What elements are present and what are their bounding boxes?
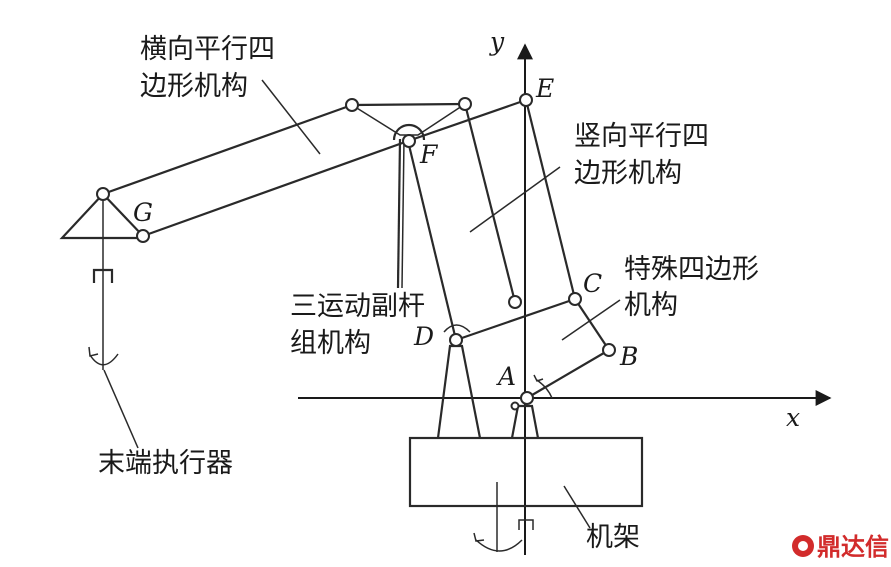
point-label-f: F <box>419 140 439 169</box>
link-upper-mid <box>463 103 517 303</box>
label-special-four-bar-2: 机构 <box>624 290 678 321</box>
link-a-b <box>526 349 610 399</box>
joint-g <box>136 229 150 243</box>
joint-g-upper <box>96 187 110 201</box>
label-three-motion-pair-1: 三运动副杆 <box>290 291 425 322</box>
axis-label-x: x <box>786 403 800 432</box>
support-a <box>510 404 540 439</box>
label-end-effector: 末端执行器 <box>98 448 233 479</box>
label-special-four-bar-1: 特殊四边形 <box>624 254 759 285</box>
frame-block <box>408 436 644 508</box>
link-e-c <box>524 99 577 300</box>
joint-top-right <box>458 97 472 111</box>
arm-top-bar <box>351 102 466 107</box>
point-label-d: D <box>413 322 434 351</box>
support-small-joint <box>510 401 520 411</box>
end-effector-spin-arrow <box>89 353 119 366</box>
joint-e <box>519 93 533 107</box>
link-b-c <box>574 298 610 351</box>
label-horizontal-parallelogram-1: 横向平行四 <box>140 34 275 65</box>
point-label-a: A <box>496 362 516 391</box>
leader-vertical <box>469 166 561 233</box>
point-label-g: G <box>133 198 153 227</box>
joint-f <box>402 134 416 148</box>
link-f-e <box>407 98 527 143</box>
link-c-d <box>455 297 576 342</box>
point-label-b: B <box>619 342 638 371</box>
label-frame: 机架 <box>586 522 640 553</box>
rotation-arrow-a <box>536 379 553 399</box>
axis-label-y: y <box>489 27 505 56</box>
label-vertical-parallelogram-2: 边形机构 <box>574 158 682 189</box>
joint-a <box>520 391 534 405</box>
watermark-logo-icon <box>792 535 814 557</box>
frame-base-mount <box>518 519 534 530</box>
point-label-c: C <box>583 269 602 298</box>
joint-mid-lower <box>508 295 522 309</box>
arm-upper <box>102 103 353 196</box>
end-holder-link <box>102 193 144 237</box>
rotation-arrowhead-a <box>533 374 544 382</box>
rod-three-pair-1 <box>396 138 402 289</box>
label-vertical-parallelogram-1: 竖向平行四 <box>574 121 709 152</box>
end-effector-bracket <box>92 268 114 283</box>
end-effector-spin-arrowhead <box>88 346 99 357</box>
joint-c <box>568 292 582 306</box>
watermark-text: 鼎达信 <box>817 533 889 561</box>
joint-d <box>449 333 463 347</box>
label-horizontal-parallelogram-2: 边形机构 <box>140 71 248 102</box>
leader-horizontal <box>261 79 321 155</box>
arm-top-plate <box>351 103 466 136</box>
leader-frame <box>563 485 591 529</box>
end-holder-triangle <box>59 193 143 240</box>
label-three-motion-pair-2: 组机构 <box>290 328 371 359</box>
f-joint-outer <box>392 123 426 141</box>
arm-lower <box>142 139 409 238</box>
rod-three-pair-2 <box>401 138 405 289</box>
link-f-d <box>406 140 458 341</box>
joint-top-left <box>345 98 359 112</box>
rotation-arrow-d <box>443 324 471 333</box>
point-label-e: E <box>535 74 554 103</box>
leader-special <box>561 299 621 341</box>
frame-rotation-arrow <box>475 539 523 552</box>
support-d <box>436 344 482 439</box>
leader-end-effector <box>103 369 139 449</box>
frame-rotation-arrowhead <box>473 532 485 542</box>
joint-b <box>602 343 616 357</box>
